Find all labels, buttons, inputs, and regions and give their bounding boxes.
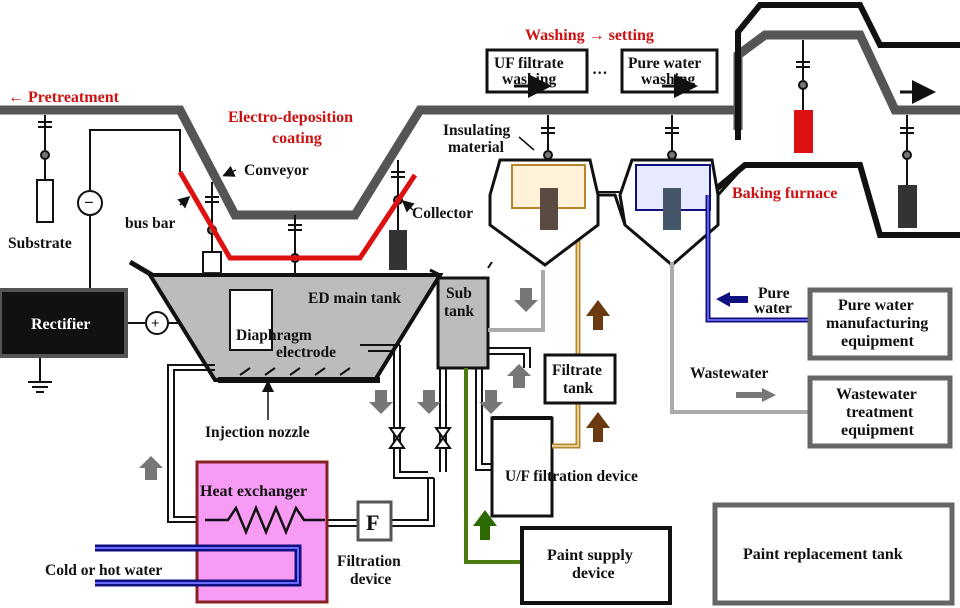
label-insulating: Insulating <box>443 122 510 139</box>
paint-replacement-tank <box>712 502 955 606</box>
label-electro-deposition: Electro-deposition <box>228 109 353 126</box>
label-pw-equipment-1: Pure water <box>838 297 914 314</box>
label-electrode: electrode <box>276 344 336 361</box>
label-substrate: Substrate <box>8 235 72 252</box>
label-cold-hot-water: Cold or hot water <box>45 562 162 579</box>
label-conveyor: Conveyor <box>244 162 309 179</box>
bus-bar <box>177 170 418 261</box>
rectifier-box <box>0 288 128 358</box>
label-diaphragm: Diaphragm <box>236 327 312 344</box>
paint-supply-arrow <box>473 510 497 540</box>
label-collector: Collector <box>412 205 473 222</box>
filtrate-tank <box>543 353 617 405</box>
label-uf-device: U/F filtration device <box>505 468 638 485</box>
label-pure-in: Pure <box>758 285 790 302</box>
plus-terminal <box>145 311 169 335</box>
label-filtrate: Filtrate <box>552 362 602 379</box>
label-coating: coating <box>272 130 322 147</box>
uf-filtration-device <box>490 416 554 518</box>
label-filtration-device: device <box>350 571 391 588</box>
sub-tank <box>436 276 490 370</box>
flow-arrows-grey <box>139 288 538 480</box>
hanger-ed-3 <box>389 160 407 270</box>
label-paint-supply-1: Paint supply <box>547 547 633 564</box>
pure-water-equipment-box <box>807 287 953 361</box>
label-sub-tank: tank <box>444 303 475 320</box>
uf-return-pipe <box>488 270 545 332</box>
plus-sign: + <box>151 316 160 332</box>
pure-water-arrow <box>716 292 748 307</box>
heat-exchanger-coil <box>205 504 325 536</box>
diaphragm-electrode <box>229 289 273 351</box>
label-pretreatment: ← Pretreatment <box>8 89 120 106</box>
label-ww-equipment-2: treatment <box>846 404 914 421</box>
label-pure-in-water: water <box>754 300 792 317</box>
label-ellipsis: ··· <box>592 65 608 82</box>
label-wastewater: Wastewater <box>690 365 768 382</box>
label-paint-supply-2: device <box>572 565 615 582</box>
label-filtration: Filtration <box>337 553 401 570</box>
minus-terminal <box>77 190 103 216</box>
label-injection-nozzle: Injection nozzle <box>205 424 310 441</box>
conveyor-line <box>0 1 960 238</box>
paint-supply-device <box>520 526 672 605</box>
label-ed-main-tank: ED main tank <box>308 290 401 307</box>
wastewater-arrow <box>736 388 776 402</box>
hanger-substrate <box>36 115 54 223</box>
wastewater-equipment-box <box>807 375 953 449</box>
label-pure-water-washing-1: Pure water <box>628 55 701 72</box>
label-filter-f: F <box>366 510 379 535</box>
label-pure-water-washing-2: washing <box>641 71 696 88</box>
pointer-lines <box>177 136 535 420</box>
heat-exchanger <box>195 460 329 604</box>
wastewater-pipe <box>670 262 810 414</box>
hanger-exit <box>898 115 917 228</box>
label-washing-setting: Washing → setting <box>525 27 654 44</box>
valve-2[interactable] <box>434 427 452 449</box>
filtration-device <box>356 500 393 542</box>
label-material: material <box>448 139 505 156</box>
valve-1[interactable] <box>388 427 406 449</box>
label-ww-equipment-1: Wastewater <box>836 386 917 403</box>
recirculation-piping <box>167 344 531 527</box>
label-ww-equipment-3: equipment <box>841 422 915 439</box>
label-uf-washing: washing <box>502 71 557 88</box>
label-baking-furnace: Baking furnace <box>732 185 837 202</box>
paint-supply-pipe <box>464 368 522 564</box>
minus-sign: − <box>84 193 94 212</box>
label-uf-filtrate: UF filtrate <box>494 55 564 72</box>
label-pw-equipment-2: manufacturing <box>826 315 928 332</box>
label-paint-replacement: Paint replacement tank <box>743 546 903 563</box>
label-bus-bar: bus bar <box>125 215 176 232</box>
hanger-furnace-red <box>794 40 813 153</box>
label-heat-exchanger: Heat exchanger <box>200 483 307 500</box>
label-pw-equipment-3: equipment <box>841 333 915 350</box>
flow-arrows-brown <box>586 300 610 442</box>
injection-nozzles <box>239 367 351 376</box>
label-sub: Sub <box>446 285 472 302</box>
label-filtrate-tank: tank <box>563 380 594 397</box>
label-rectifier: Rectifier <box>31 316 91 333</box>
